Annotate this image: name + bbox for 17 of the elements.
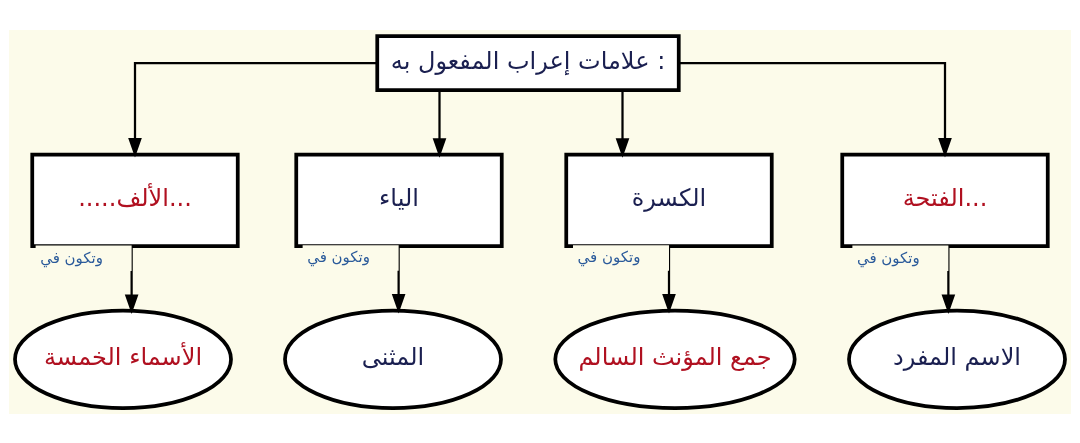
edge-label: وتكون في bbox=[40, 248, 104, 267]
arrow bbox=[432, 89, 447, 158]
node-box: .....الألف... bbox=[30, 152, 240, 248]
node-box: الياء bbox=[294, 152, 504, 248]
arrow bbox=[679, 61, 952, 158]
arrow bbox=[615, 89, 630, 158]
node-ellipse: الاسم المفرد bbox=[847, 308, 1067, 410]
node-box: علامات إعراب المفعول به : bbox=[375, 33, 681, 92]
edge-label: وتكون في bbox=[577, 247, 641, 266]
node-box: الكسرة bbox=[564, 152, 774, 248]
edge-label: وتكون في bbox=[307, 247, 371, 266]
node-box: الفتحة... bbox=[840, 152, 1050, 248]
arrow bbox=[128, 61, 378, 158]
node-ellipse: المثنى bbox=[283, 308, 503, 410]
node-ellipse: جمع المؤنث السالم bbox=[553, 308, 797, 410]
node-ellipse: الأسماء الخمسة bbox=[13, 308, 233, 410]
edge-label: وتكون في bbox=[856, 248, 920, 267]
